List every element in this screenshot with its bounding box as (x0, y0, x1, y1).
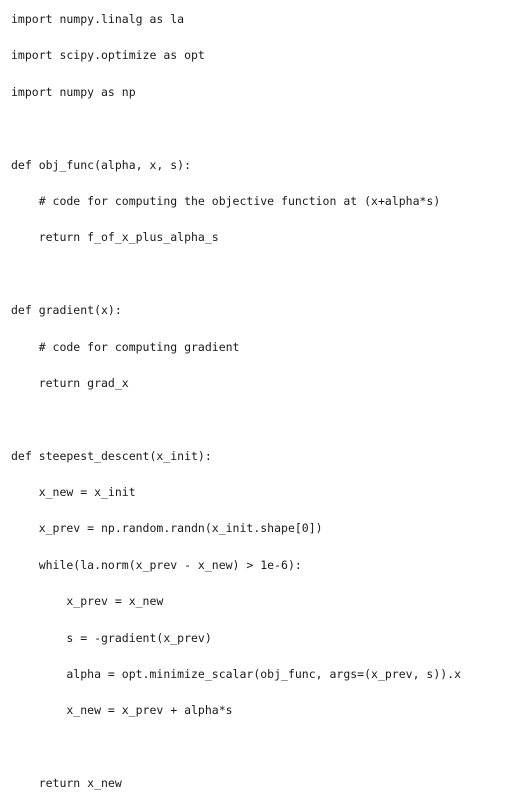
code-line-line-search: alpha = opt.minimize_scalar(obj_func, ar… (11, 667, 462, 682)
code-line-assign-x-new: x_new = x_init (11, 485, 136, 500)
code-line-blank (11, 119, 521, 137)
code-line-while-loop: while(la.norm(x_prev - x_new) > 1e-6): (11, 557, 302, 572)
code-line-comment-objective: # code for computing the objective funct… (11, 193, 441, 208)
code-line-import-optimize: import scipy.optimize as opt (11, 48, 205, 63)
code-line-return-x-new: return x_new (11, 776, 122, 791)
code-block: import numpy.linalg as la import scipy.o… (11, 10, 521, 811)
code-line-return-gradient: return grad_x (11, 375, 129, 390)
code-line-import-linalg: import numpy.linalg as la (11, 12, 185, 26)
code-line-blank (11, 410, 521, 428)
code-line-blank (11, 265, 521, 283)
code-line-import-numpy: import numpy as np (11, 84, 136, 99)
code-line-update-x-prev: x_prev = x_new (11, 594, 164, 609)
code-line-def-steepest-descent: def steepest_descent(x_init): (11, 448, 212, 463)
code-line-compute-direction: s = -gradient(x_prev) (11, 630, 212, 645)
code-line-return-objective: return f_of_x_plus_alpha_s (11, 230, 219, 245)
code-line-comment-gradient: # code for computing gradient (11, 339, 240, 354)
code-line-def-gradient: def gradient(x): (11, 303, 122, 318)
code-line-update-x-new: x_new = x_prev + alpha*s (11, 703, 233, 718)
code-line-def-obj-func: def obj_func(alpha, x, s): (11, 157, 192, 172)
code-line-assign-x-prev-random: x_prev = np.random.randn(x_init.shape[0]… (11, 521, 323, 536)
code-line-blank (11, 738, 521, 756)
